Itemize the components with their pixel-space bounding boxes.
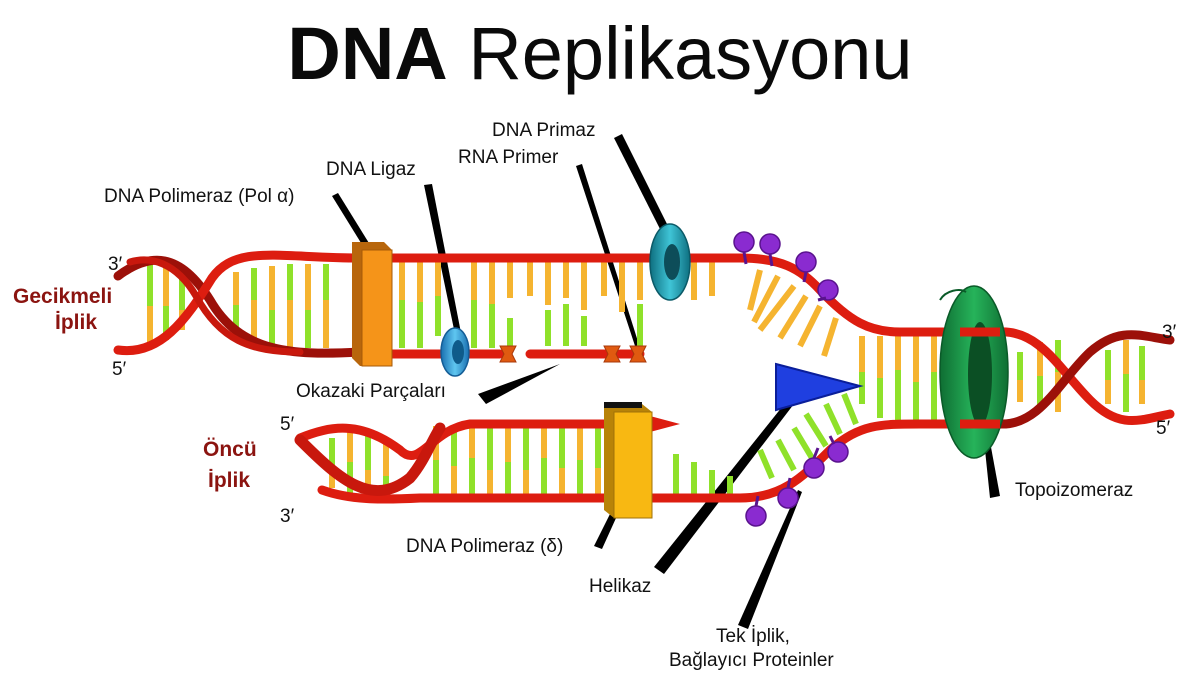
pointer-ssb: [738, 490, 802, 629]
pointer-pol-alpha: [332, 193, 372, 251]
right-helix-a: [995, 327, 1175, 425]
title-rest: Replikasyonu: [468, 12, 913, 95]
right-3-prime: 3′: [1162, 322, 1177, 343]
dna-polymerase-alpha: [352, 242, 393, 367]
label-pol-delta: DNA Polimeraz (δ): [406, 536, 564, 557]
leading-3-prime: 3′: [280, 506, 295, 527]
label-ssb-line1: Tek İplik,: [716, 626, 790, 647]
label-primase: DNA Primaz: [492, 120, 596, 141]
rna-primer-2: [603, 345, 621, 363]
ssb-protein: [827, 435, 849, 463]
lagging-strand-label-2: İplik: [55, 311, 98, 334]
title-bold: DNA: [287, 12, 448, 95]
leading-helix-front: [294, 422, 446, 497]
leading-new-strand: [295, 419, 665, 460]
label-topoisomerase: Topoizomeraz: [1015, 480, 1134, 501]
lagging-helix-front: [126, 256, 304, 356]
ssb-protein: [777, 477, 799, 509]
leading-strand-label-1: Öncü: [203, 438, 257, 461]
rna-primer-3: [629, 345, 647, 363]
label-rna-primer: RNA Primer: [458, 147, 559, 168]
right-5-prime: 5′: [1156, 418, 1171, 439]
dna-polymerase-delta: [604, 402, 653, 519]
topoisomerase: [939, 285, 1009, 459]
leading-5-prime: 5′: [280, 414, 295, 435]
lagging-template-strand: [113, 250, 1005, 356]
lagging-strand-label-1: Gecikmeli: [13, 285, 113, 308]
label-okazaki: Okazaki Parçaları: [296, 381, 446, 402]
dna-primase: [649, 223, 691, 301]
lagging-3-prime: 3′: [108, 254, 123, 275]
label-ligase: DNA Ligaz: [326, 159, 416, 180]
label-ssb-line2: Bağlayıcı Proteinler: [669, 650, 834, 671]
ssb-protein: [795, 251, 817, 283]
helicase: [775, 362, 864, 412]
pointer-okazaki: [478, 364, 560, 404]
ssb-protein: [803, 447, 825, 479]
label-pol-alpha: DNA Polimeraz (Pol α): [104, 186, 295, 207]
right-helix-b: [995, 330, 1175, 429]
ssb-protein: [733, 231, 755, 265]
pointer-primase: [614, 134, 668, 229]
rna-primers: [499, 345, 647, 363]
dna-ligase: [440, 327, 470, 377]
page-title: DNA Replikasyonu: [0, 12, 1200, 96]
ssb-proteins: [733, 231, 849, 527]
lagging-5-prime: 5′: [112, 359, 127, 380]
leading-direction-arrow: [650, 416, 680, 432]
ssb-protein: [759, 233, 781, 267]
label-helicase: Helikaz: [589, 576, 652, 597]
ssb-protein: [745, 495, 767, 527]
leading-strand-label-2: İplik: [208, 469, 251, 492]
rna-primer-1: [499, 345, 517, 363]
ssb-protein: [817, 279, 839, 302]
